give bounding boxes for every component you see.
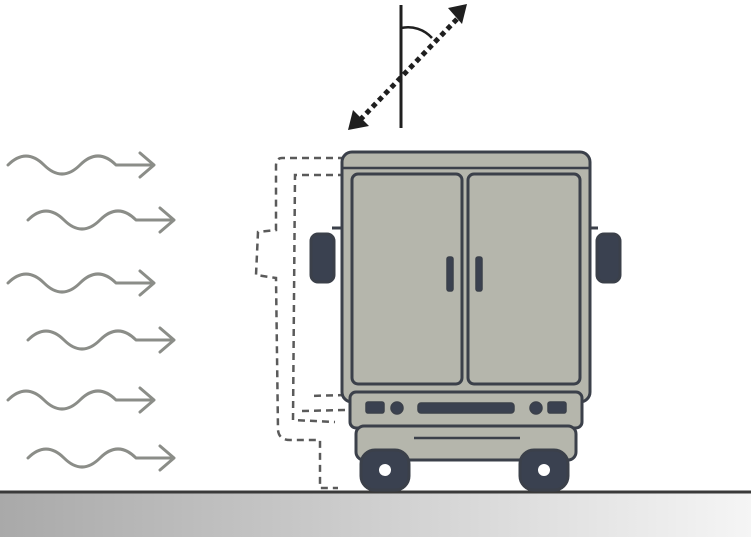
arrowhead-bottom xyxy=(348,110,369,130)
ground-strip xyxy=(0,493,751,537)
right-lamp-rect xyxy=(547,401,567,414)
wind-arrow-icon xyxy=(26,326,176,354)
arrowhead-top xyxy=(448,4,467,24)
right-door-handle xyxy=(475,256,483,292)
license-plate xyxy=(417,402,515,414)
ghost-tilted-outline xyxy=(254,156,346,490)
left-wheel xyxy=(359,448,411,492)
chassis xyxy=(354,424,578,462)
tilt-indicator xyxy=(348,4,467,130)
truck xyxy=(309,150,622,492)
right-door xyxy=(466,172,582,386)
left-lamp-round xyxy=(390,401,404,415)
angle-arc xyxy=(400,25,433,39)
double-arrow-icon xyxy=(358,16,460,122)
right-mirror xyxy=(588,226,622,284)
ground xyxy=(0,490,751,537)
wind-arrow-icon xyxy=(26,444,176,472)
wind-arrows xyxy=(6,151,176,472)
wind-arrow-icon xyxy=(6,151,156,179)
wind-arrow-icon xyxy=(6,386,156,414)
left-door xyxy=(350,172,464,386)
left-door-handle xyxy=(446,256,454,292)
wind-arrow-icon xyxy=(26,206,176,234)
left-lamp-rect xyxy=(365,401,385,414)
right-lamp-round xyxy=(529,401,543,415)
wind-arrow-icon xyxy=(6,269,156,297)
left-mirror xyxy=(309,226,343,284)
right-wheel xyxy=(518,448,570,492)
